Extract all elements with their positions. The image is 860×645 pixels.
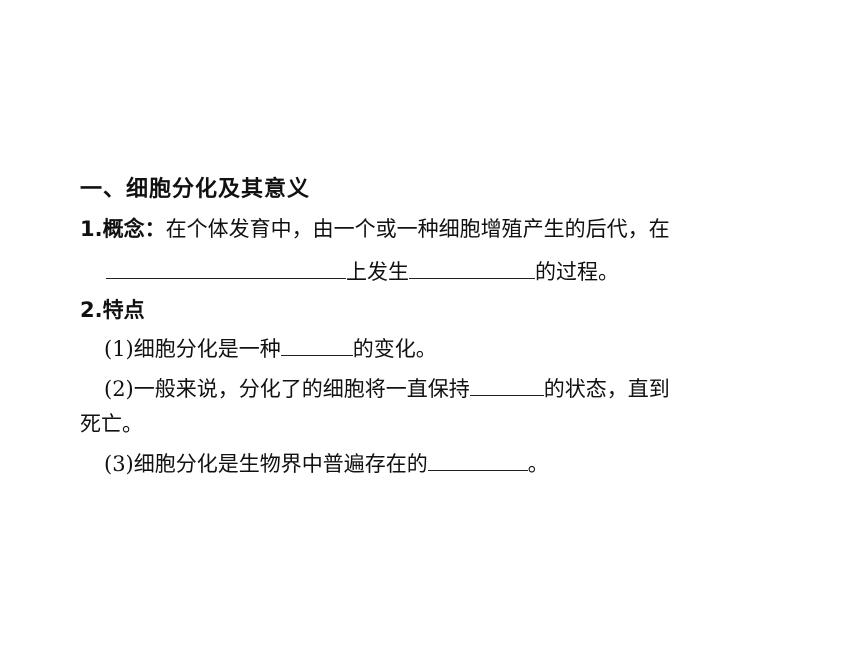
item-2-sub-1-suffix: 的变化。 — [352, 337, 437, 361]
blank-4[interactable] — [469, 373, 544, 396]
item-2-label: 2.特点 — [80, 298, 145, 322]
item-1-text-b: 上发生 — [346, 260, 409, 284]
item-2-sub-1-prefix: (1)细胞分化是一种 — [104, 337, 281, 361]
item-1-text-c: 的过程。 — [535, 260, 619, 284]
item-2-sub-3: (3)细胞分化是生物界中普遍存在的 。 — [104, 448, 549, 478]
section-heading: 一、细胞分化及其意义 — [80, 177, 311, 202]
item-2-sub-3-prefix: (3)细胞分化是生物界中普遍存在的 — [104, 452, 428, 476]
item-2-sub-2-continuation: 死亡。 — [80, 412, 143, 436]
item-2-sub-3-suffix: 。 — [527, 452, 549, 476]
blank-3[interactable] — [280, 333, 353, 356]
item-2-sub-2-suffix: 的状态，直到 — [543, 377, 670, 401]
blank-2[interactable] — [409, 256, 535, 279]
item-2-sub-2-prefix: (2)一般来说，分化了的细胞将一直保持 — [104, 377, 470, 401]
item-1-label: 1.概念： — [80, 217, 166, 241]
item-2-sub-2: (2)一般来说，分化了的细胞将一直保持 的状态，直到 — [104, 373, 670, 403]
item-1-line-1: 1.概念：在个体发育中，由一个或一种细胞增殖产生的后代，在 — [80, 215, 670, 243]
item-2-sub-1: (1)细胞分化是一种 的变化。 — [104, 333, 437, 363]
item-1-line-2: 上发生 的过程。 — [106, 256, 619, 286]
blank-1[interactable] — [106, 256, 346, 279]
item-1-text-a: 在个体发育中，由一个或一种细胞增殖产生的后代，在 — [165, 217, 670, 241]
blank-5[interactable] — [427, 448, 528, 471]
